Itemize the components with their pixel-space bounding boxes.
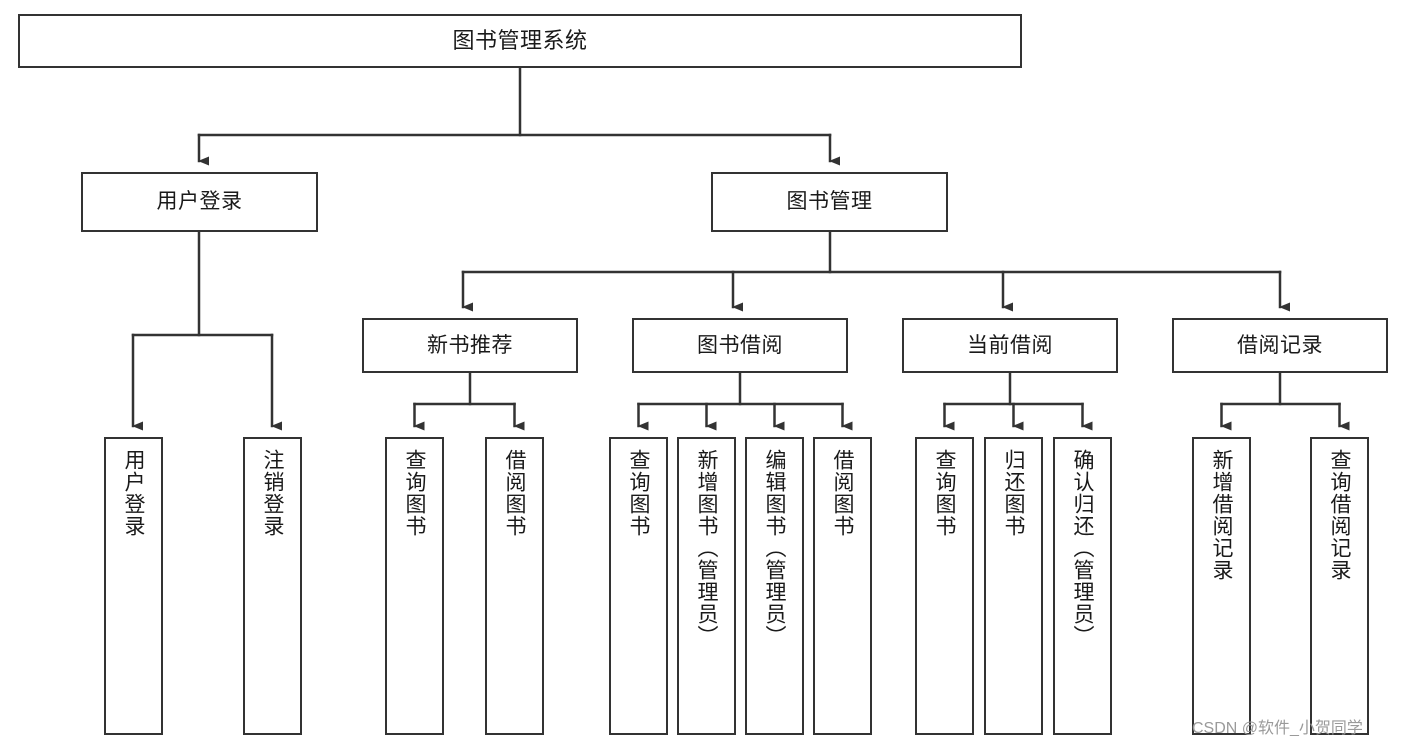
edge-group: [131, 66, 1350, 431]
node-root[interactable]: 图书管理系统: [18, 14, 1022, 68]
node-label: 归还图书: [1002, 449, 1025, 537]
node-leaf-edit-book-admin[interactable]: 编辑图书（管理员）: [745, 437, 804, 735]
node-label: 查询图书: [403, 449, 426, 537]
node-leaf-borrow-book[interactable]: 借阅图书: [813, 437, 872, 735]
node-label: 图书借阅: [697, 333, 783, 357]
node-label: 用户登录: [156, 190, 243, 214]
node-leaf-query-book-current[interactable]: 查询图书: [915, 437, 974, 735]
csdn-watermark: CSDN @软件_小贺同学: [1192, 720, 1363, 737]
node-current-borrow[interactable]: 当前借阅: [902, 318, 1118, 373]
node-book-management[interactable]: 图书管理: [711, 172, 948, 232]
node-label: 图书管理: [786, 190, 873, 214]
node-leaf-logout[interactable]: 注销登录: [243, 437, 302, 735]
node-label: 注销登录: [261, 449, 284, 537]
node-leaf-confirm-return-admin[interactable]: 确认归还（管理员）: [1053, 437, 1112, 735]
node-label: 用户登录: [122, 449, 145, 537]
node-leaf-borrow-book-recommend[interactable]: 借阅图书: [485, 437, 544, 735]
node-label: 编辑图书（管理员）: [763, 449, 786, 647]
node-label: 借阅记录: [1237, 333, 1323, 357]
node-label: 查询借阅记录: [1328, 449, 1351, 581]
node-leaf-query-borrow-record[interactable]: 查询借阅记录: [1310, 437, 1369, 735]
node-new-book-recommend[interactable]: 新书推荐: [362, 318, 578, 373]
node-label: 查询图书: [627, 449, 650, 537]
node-label: 新增图书（管理员）: [695, 449, 718, 647]
node-label: 新书推荐: [427, 333, 513, 357]
node-leaf-add-book-admin[interactable]: 新增图书（管理员）: [677, 437, 736, 735]
node-leaf-user-login[interactable]: 用户登录: [104, 437, 163, 735]
node-user-login[interactable]: 用户登录: [81, 172, 318, 232]
node-leaf-add-borrow-record[interactable]: 新增借阅记录: [1192, 437, 1251, 735]
node-label: 图书管理系统: [452, 27, 588, 53]
node-leaf-query-book-borrow[interactable]: 查询图书: [609, 437, 668, 735]
node-borrow-record[interactable]: 借阅记录: [1172, 318, 1388, 373]
node-label: 查询图书: [933, 449, 956, 537]
node-leaf-query-book-recommend[interactable]: 查询图书: [385, 437, 444, 735]
node-label: 新增借阅记录: [1210, 449, 1233, 581]
node-leaf-return-book[interactable]: 归还图书: [984, 437, 1043, 735]
node-book-borrow[interactable]: 图书借阅: [632, 318, 848, 373]
node-label: 借阅图书: [831, 449, 854, 537]
node-label: 当前借阅: [967, 333, 1053, 357]
node-label: 借阅图书: [503, 449, 526, 537]
node-label: 确认归还（管理员）: [1071, 449, 1094, 647]
